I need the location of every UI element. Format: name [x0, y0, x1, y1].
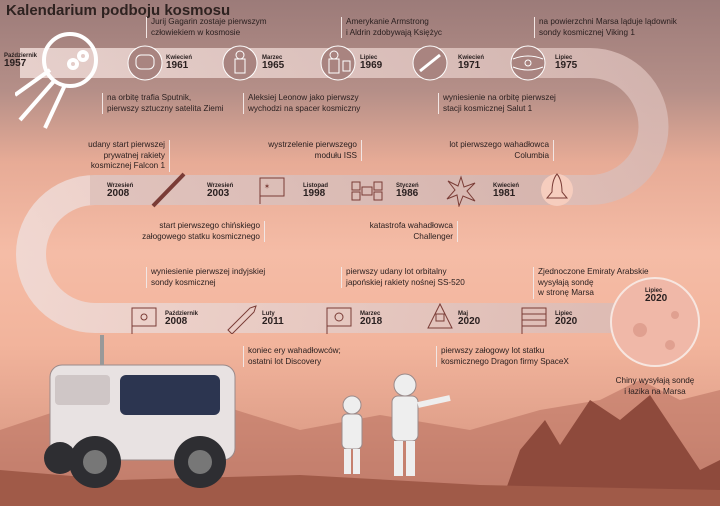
sputnik-icon — [15, 32, 98, 129]
event-2008-india-text: wyniesienie pierwszej indyjskiej sondy k… — [146, 267, 265, 288]
event-1981-text: lot pierwszego wahadłowca Columbia — [449, 140, 554, 161]
event-1998-text: wystrzelenie pierwszego modułu ISS — [268, 140, 362, 161]
mars-planet-icon — [510, 45, 546, 81]
event-1965-text: Aleksiej Leonow jako pierwszy wychodzi n… — [243, 93, 360, 114]
rocket-icon — [151, 172, 186, 208]
astronaut-flag-icon — [320, 45, 356, 81]
uae-flag-icon — [521, 307, 547, 334]
event-2008-falcon-text: udany start pierwszej prywatnej rakiety … — [88, 140, 170, 172]
event-2011-text: koniec ery wahadłowców; ostatni lot Disc… — [243, 346, 341, 367]
dragon-capsule-icon — [427, 302, 453, 329]
rocks — [500, 395, 720, 506]
event-1969-text: Amerykanie Armstrong i Aldrin zdobywają … — [341, 17, 442, 38]
shuttle-icon — [541, 173, 573, 206]
event-2003-text: start pierwszego chińskiego załogowego s… — [142, 221, 265, 242]
mars-planet-icon — [610, 277, 700, 367]
event-1986-text: katastrofa wahadłowca Challenger — [370, 221, 458, 242]
event-1975-text: na powierzchni Marsa ląduje lądownik son… — [534, 17, 677, 38]
astronauts — [341, 373, 451, 476]
helmet-icon — [127, 45, 163, 81]
iss-icon — [351, 181, 383, 201]
page-title: Kalendarium podboju kosmosu — [6, 2, 231, 19]
event-2020-uae-text: Zjednoczone Emiraty Arabskie wysyłają so… — [533, 267, 649, 299]
explosion-icon — [446, 175, 476, 207]
event-1957-text: na orbitę trafia Sputnik, pierwszy sztuc… — [102, 93, 223, 114]
event-2020-china-text: Chiny wysyłają sondę i łazika na Marsa — [615, 376, 695, 396]
china-flag-icon: ✶ — [259, 177, 285, 204]
event-1971-text: wyniesienie na orbitę pierwszej stacji k… — [438, 93, 556, 114]
event-1961-text: Jurij Gagarin zostaje pierwszym człowiek… — [146, 17, 267, 38]
svg-text:✶: ✶ — [264, 182, 270, 191]
japan-flag-icon — [326, 307, 352, 334]
india-flag-icon — [131, 307, 157, 334]
spacewalk-icon — [222, 45, 258, 81]
shuttle-icon — [227, 305, 257, 334]
space-station-icon — [412, 45, 448, 81]
event-2020-dragon-text: pierwszy załogowy lot statku kosmicznego… — [436, 346, 569, 367]
event-2018-text: pierwszy udany lot orbitalny japońskiej … — [341, 267, 465, 288]
mars-rover — [44, 335, 236, 488]
